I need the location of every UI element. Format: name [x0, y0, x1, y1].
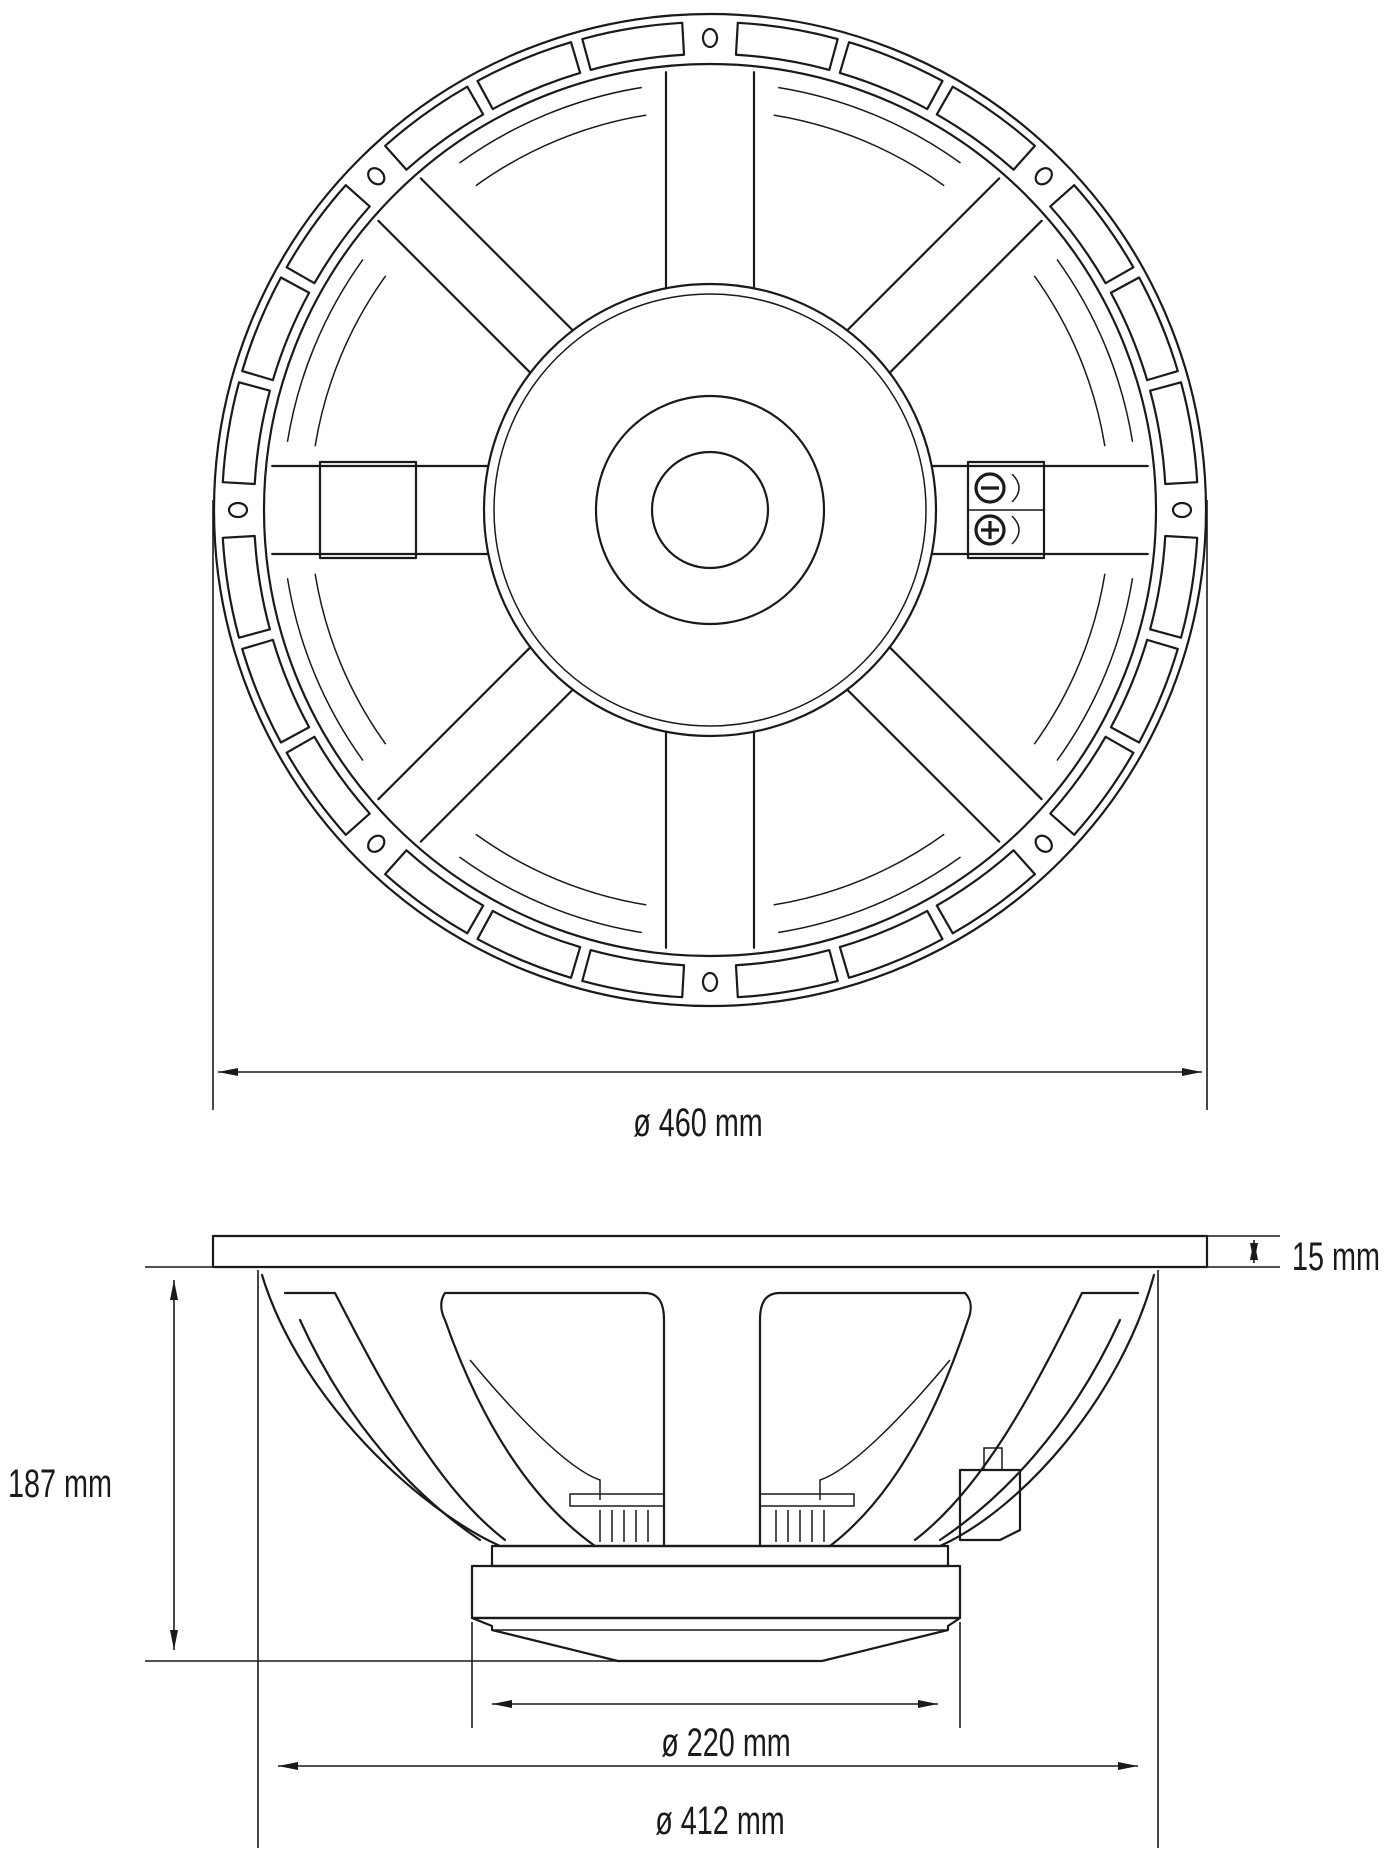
rim-slot: [838, 41, 944, 111]
spokes: [271, 71, 1149, 949]
window-arc: [286, 573, 387, 761]
spoke: [846, 646, 1043, 843]
mounting-hole: [1034, 167, 1053, 186]
mounting-hole: [1171, 501, 1193, 519]
rim-slot: [734, 949, 839, 999]
rim-slot: [221, 534, 271, 639]
rim-slot: [476, 909, 582, 979]
magnet-diameter-label: ø 220 mm: [661, 1720, 791, 1765]
rim-slot: [476, 41, 582, 111]
vent-plate: [318, 460, 418, 560]
rim-slot: [581, 21, 686, 71]
rim-slot: [285, 184, 371, 285]
basket-diameter-label: ø 412 mm: [655, 1798, 785, 1843]
rim-slot: [581, 949, 686, 999]
rim-slot: [935, 85, 1036, 171]
rim-slot: [221, 381, 271, 486]
rim-slot: [241, 638, 311, 744]
pole-piece: [650, 450, 770, 570]
inner-rim: [262, 62, 1158, 958]
top-plate: [490, 1544, 950, 1568]
flange: [211, 1234, 1209, 1269]
rim-slot: [1109, 638, 1179, 744]
rim-slot: [1149, 381, 1199, 486]
hub-inner: [493, 293, 927, 727]
side-view: 15 mm 187 mm ø 220 mm: [8, 1234, 1380, 1848]
rim-slot: [384, 849, 485, 935]
mounting-hole: [701, 971, 719, 993]
outer-diameter-label: ø 460 mm: [633, 1100, 763, 1145]
rim-slot: [838, 909, 944, 979]
rim-slots: [221, 21, 1199, 999]
window-arc: [773, 833, 961, 934]
rim-slot: [1109, 276, 1179, 382]
rim-slot: [384, 85, 485, 171]
window-arc: [1033, 259, 1134, 447]
front-view: ø 460 mm: [212, 12, 1208, 1145]
rim-slot: [241, 276, 311, 382]
mounting-hole: [367, 167, 386, 186]
mounting-holes: [227, 27, 1193, 993]
depth-label: 187 mm: [8, 1461, 112, 1506]
spoke: [664, 71, 756, 290]
spoke: [377, 646, 574, 843]
mounting-hole: [367, 834, 386, 853]
rim-slot: [1149, 534, 1199, 639]
spoke: [377, 177, 574, 374]
spoke: [846, 177, 1043, 374]
basket: [260, 1273, 1156, 1548]
outer-rim: [212, 12, 1208, 1008]
hub-outer: [482, 282, 938, 738]
side-terminal: [958, 1468, 1022, 1542]
back-plate: [470, 1616, 962, 1663]
terminal-block: [966, 460, 1046, 560]
magnet: [470, 1564, 962, 1620]
window-arc: [773, 86, 961, 187]
window-arc: [1033, 573, 1134, 761]
spoke: [271, 464, 490, 556]
rim-slot: [935, 849, 1036, 935]
mounting-hole: [701, 27, 719, 49]
rim-slot: [285, 735, 371, 836]
negative-terminal-icon: [974, 472, 1006, 504]
positive-terminal-icon: [974, 514, 1006, 546]
rim-slot: [734, 21, 839, 71]
flange-thickness-label: 15 mm: [1292, 1234, 1380, 1279]
rim-slot: [1049, 735, 1135, 836]
magnet-ring: [594, 394, 826, 626]
window-arc: [459, 833, 647, 934]
mounting-hole: [227, 501, 249, 519]
window-arc: [459, 86, 647, 187]
spoke: [664, 730, 756, 949]
window-arc: [286, 259, 387, 447]
mounting-hole: [1034, 834, 1053, 853]
rim-slot: [1049, 184, 1135, 285]
